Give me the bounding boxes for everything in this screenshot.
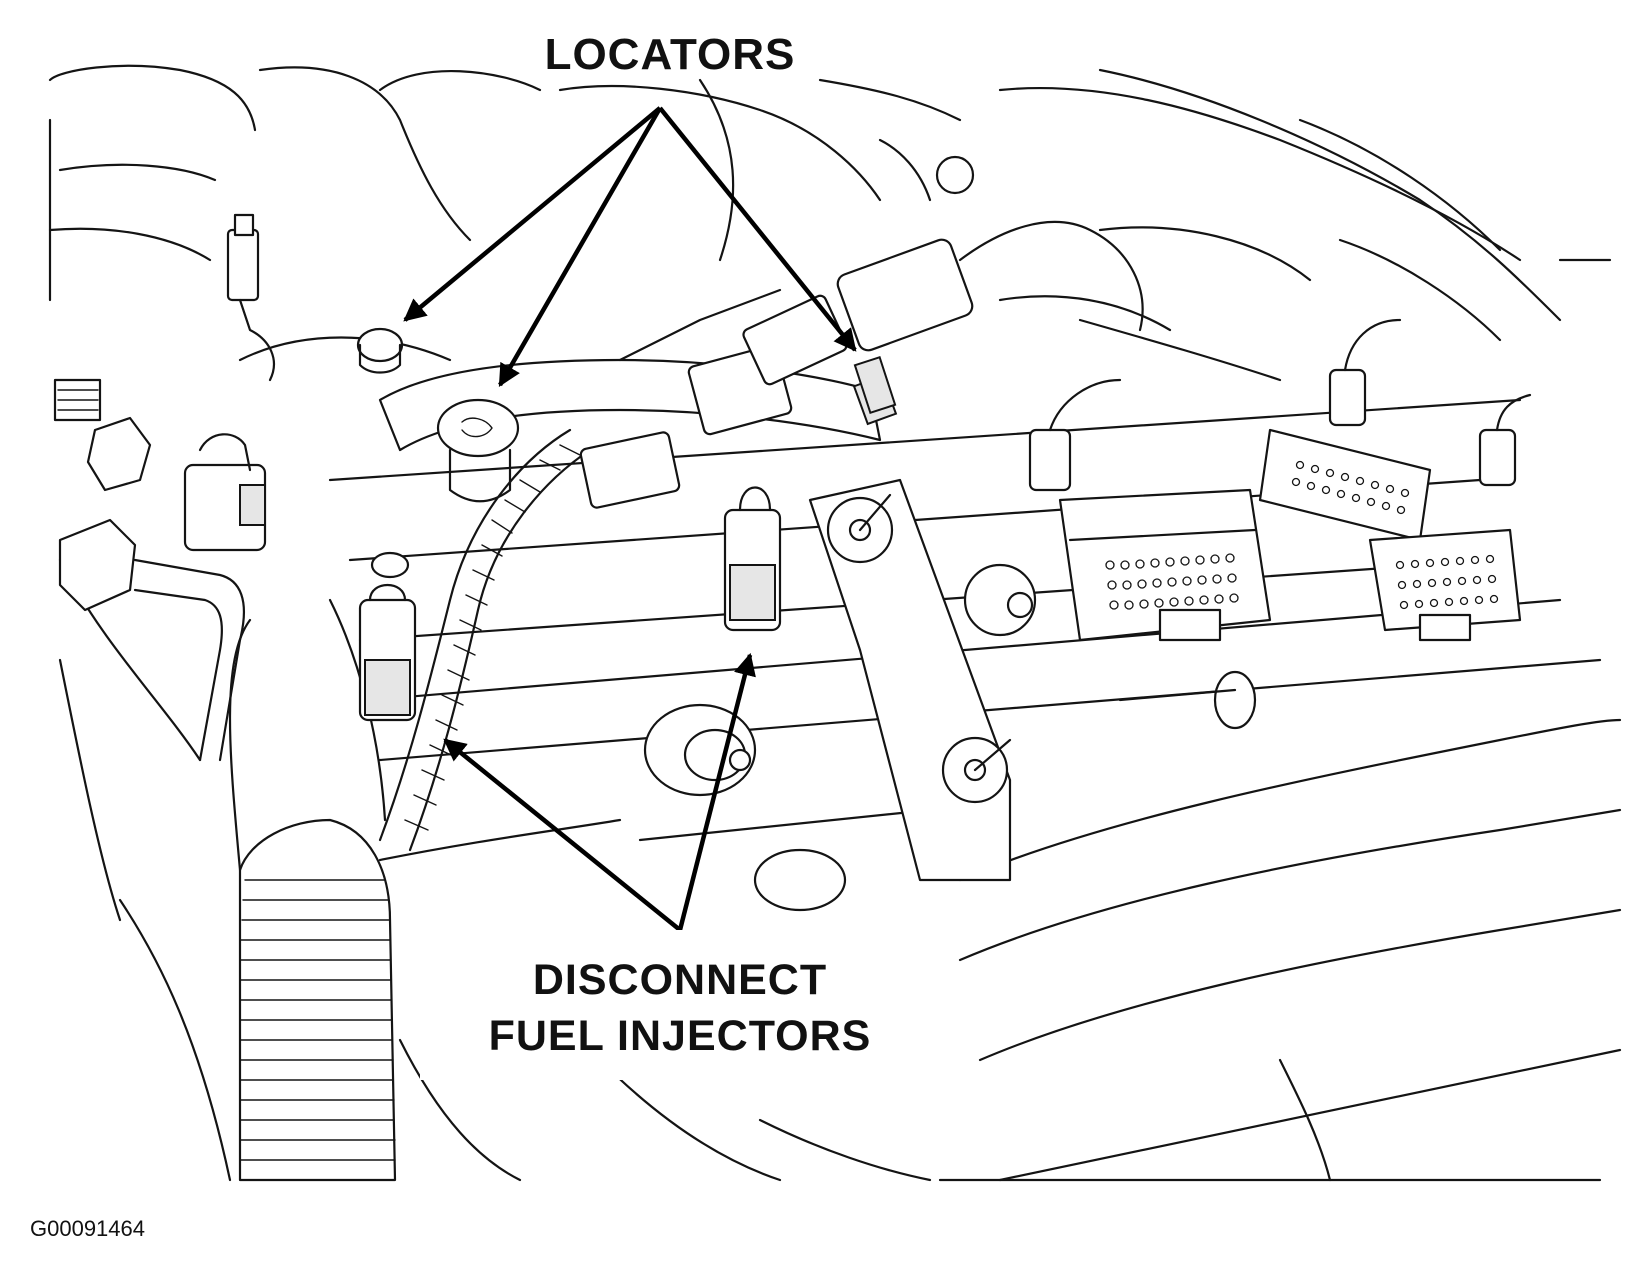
pcm-connector-left (1058, 488, 1272, 642)
wire-conduit (378, 428, 592, 852)
mounting-bracket (808, 478, 1012, 882)
figure-id: G00091464 (30, 1216, 145, 1241)
harness-connectors (935, 155, 1532, 730)
pcm-connector-top (1258, 428, 1432, 542)
fuel-line-fitting (53, 378, 245, 762)
left-sensor-connector (183, 213, 275, 552)
locators-arrows (403, 106, 857, 387)
fuel-injector-left (358, 551, 417, 722)
disconnect-label-line2: FUEL INJECTORS (488, 1012, 872, 1060)
locator-parts (356, 327, 897, 503)
disconnect-injectors-label: DISCONNECT FUEL INJECTORS (440, 952, 920, 1064)
injector-arrows (443, 652, 756, 932)
locators-label: LOCATORS (544, 30, 796, 79)
wiring-harness (378, 220, 1312, 509)
pcm-connector-right (1368, 528, 1522, 642)
disconnect-label-bg (420, 930, 930, 1080)
fuel-injector-right (723, 486, 782, 632)
disconnect-label-line1: DISCONNECT (532, 956, 828, 1004)
